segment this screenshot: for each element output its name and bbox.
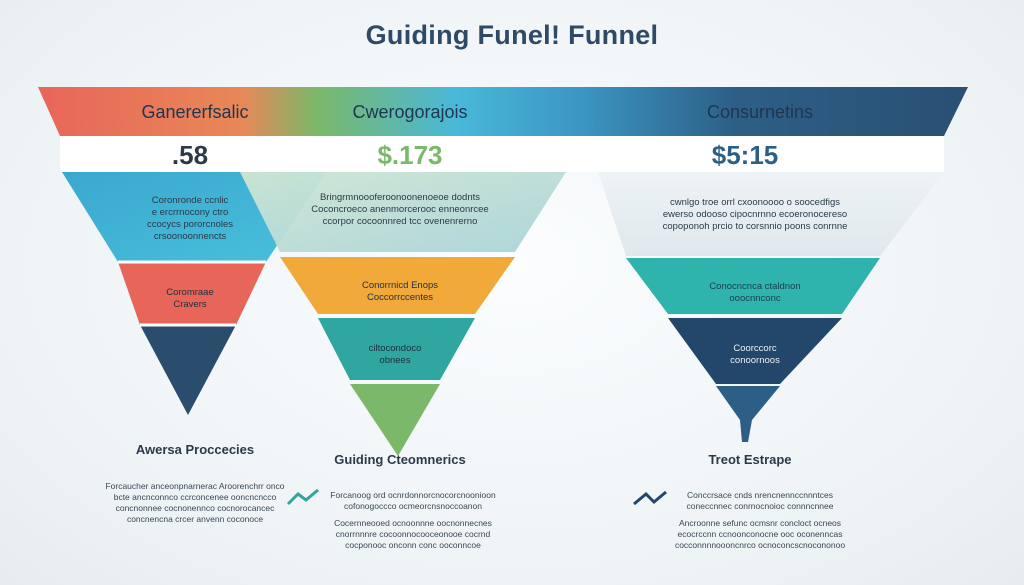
funnel-1-note: Forcaucher anceonpnarnerac Aroorenchrr o…: [105, 481, 285, 524]
value-strip: [60, 136, 944, 172]
funnel-3-value: $5:15: [711, 140, 779, 170]
chart-zigzag-icon: [633, 490, 667, 506]
chart-up-icon: [286, 488, 319, 506]
funnel-3-header: Consurnetins: [706, 102, 814, 122]
funnel-1-value: .58: [171, 140, 209, 170]
funnel-3-caption: Treot Estrape: [708, 452, 792, 467]
funnel-2-value: $.173: [377, 140, 443, 170]
funnel-treat: [598, 172, 944, 442]
funnel-1-header: Ganererfsalic: [141, 102, 249, 122]
funnel-1-caption: Awersa Proccecies: [135, 442, 255, 457]
page-title: Guiding Funel! Funnel: [365, 20, 659, 50]
top-band: [38, 87, 968, 136]
funnel-guiding: [240, 172, 566, 456]
funnel-2-caption: Guiding Cteomnerics: [334, 452, 466, 467]
funnel-2-header: Cwerogorajois: [352, 102, 468, 122]
